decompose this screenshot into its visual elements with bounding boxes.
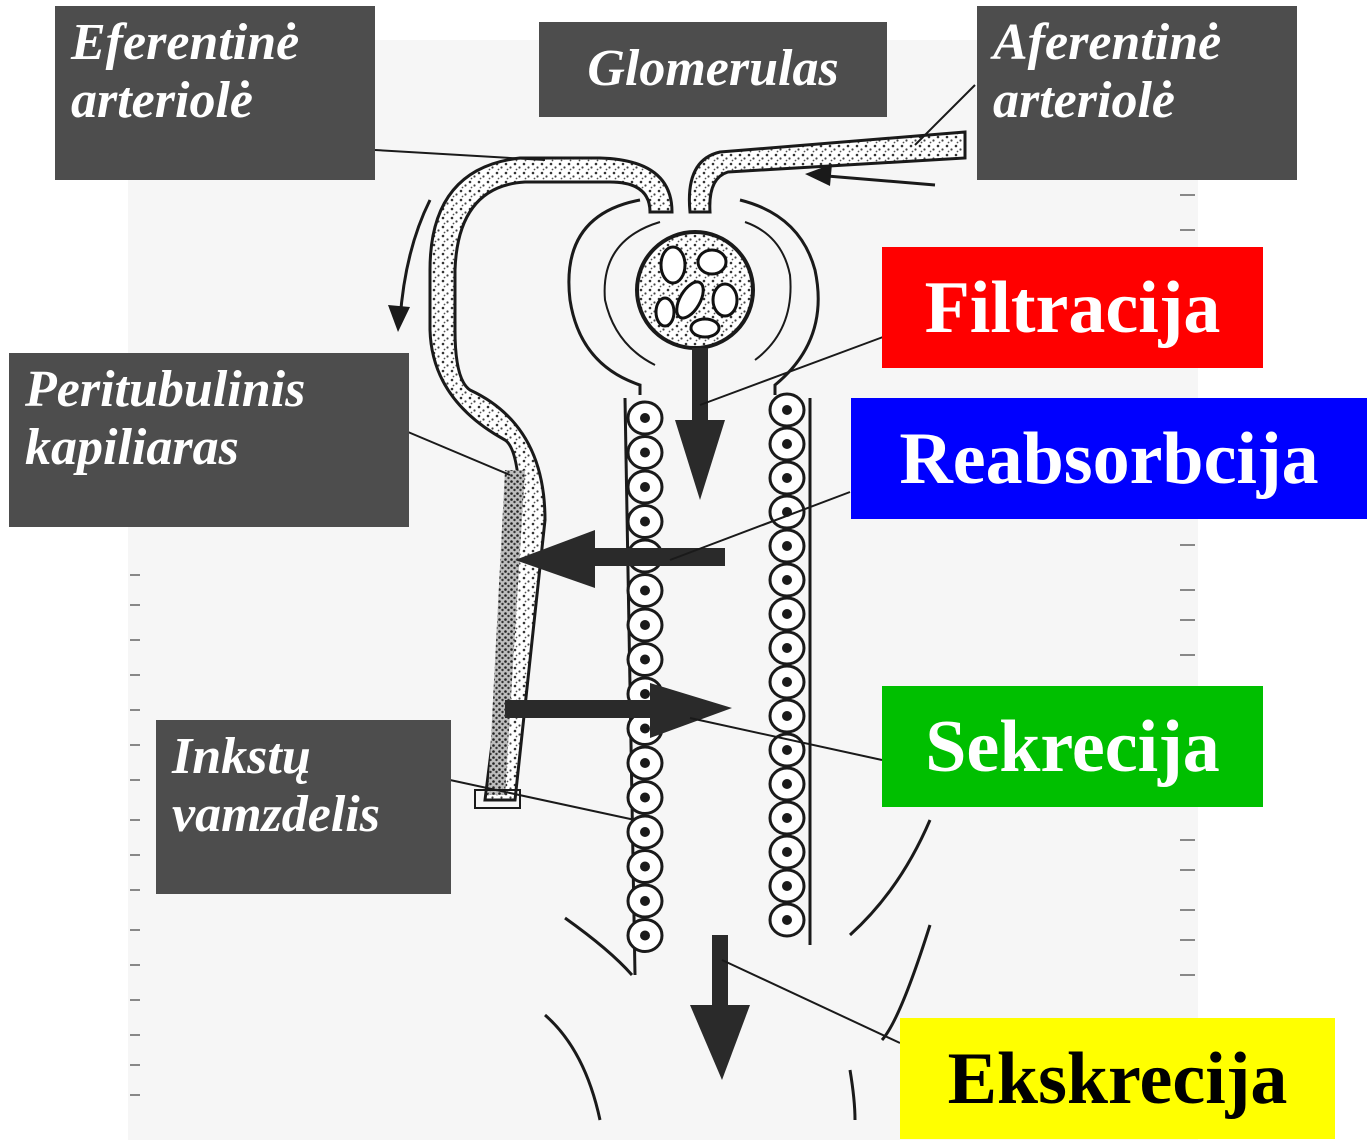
efferent-label-line1: Eferentinė [71,14,359,72]
cell-nucleus [640,620,650,630]
afferent-arteriole-label: Aferentinė arteriolė [977,6,1297,180]
peritubular-capillary-label: Peritubulinis kapiliaras [9,353,409,527]
secretion-label: Sekrecija [882,686,1263,807]
cell-nucleus [640,413,650,423]
cell-nucleus [640,448,650,458]
cell-nucleus [640,827,650,837]
cell-nucleus [640,517,650,527]
cell-nucleus [640,793,650,803]
cell-nucleus [640,724,650,734]
filtration-label: Filtracija [882,247,1263,368]
cell-nucleus [640,931,650,941]
cell-nucleus [782,915,792,925]
cell-nucleus [782,405,792,415]
excretion-label: Ekskrecija [900,1018,1335,1139]
cell-nucleus [640,862,650,872]
cell-nucleus [640,655,650,665]
efferent-arteriole-label: Eferentinė arteriolė [55,6,375,180]
reabsorption-label: Reabsorbcija [851,398,1367,519]
cell-nucleus [782,881,792,891]
glomerulus-label-text: Glomerulas [587,40,838,98]
efferent-label-line2: arteriolė [71,72,359,130]
afferent-label-line1: Aferentinė [993,14,1281,72]
cell-nucleus [640,689,650,699]
cell-nucleus [640,586,650,596]
cell-nucleus [640,482,650,492]
glomerulus-tuft [637,232,753,348]
glomerulus-label: Glomerulas [539,22,887,117]
cell-nucleus [782,779,792,789]
cell-nucleus [782,643,792,653]
tubule-label-line1: Inkstų [172,728,435,786]
cell-nucleus [782,711,792,721]
cell-nucleus [782,813,792,823]
cell-nucleus [782,575,792,585]
cell-nucleus [782,439,792,449]
renal-tubule-label: Inkstų vamzdelis [156,720,451,894]
cell-nucleus [782,677,792,687]
cell-nucleus [782,541,792,551]
tubule-label-line2: vamzdelis [172,786,435,844]
cell-nucleus [782,609,792,619]
cell-nucleus [640,758,650,768]
cell-nucleus [640,896,650,906]
cell-nucleus [782,847,792,857]
peritubular-label-line2: kapiliaras [25,419,393,477]
cell-nucleus [782,745,792,755]
cell-nucleus [782,473,792,483]
afferent-label-line2: arteriolė [993,72,1281,130]
peritubular-label-line1: Peritubulinis [25,361,393,419]
